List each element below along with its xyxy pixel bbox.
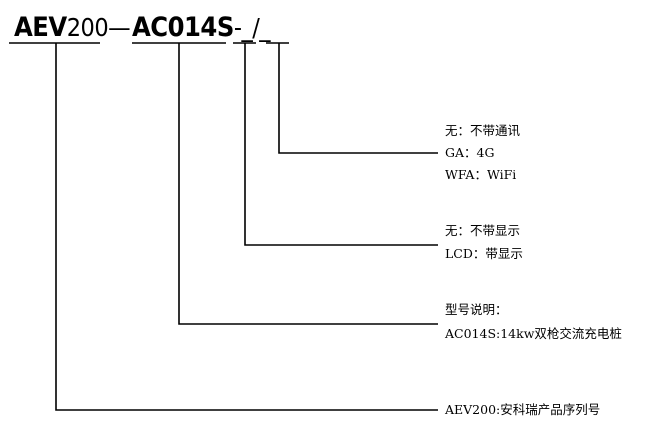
model-code: AC014S-_/_ [132, 12, 271, 43]
comm-option-4g: GA：4G [445, 145, 495, 160]
comm-option-wifi: WFA：WiFi [445, 167, 517, 182]
series-description: AEV200:安科瑞产品序列号 [445, 402, 601, 417]
display-option-none: 无：不带显示 [445, 223, 521, 238]
code-dash: — [108, 13, 131, 42]
display-slot: -_ [233, 13, 253, 42]
part-code: AEV200— [14, 12, 131, 43]
leader-model [178, 43, 438, 325]
model-description: AC014S:14kw双枪交流充电桩 [445, 326, 622, 341]
part-prefix: AEV [14, 12, 67, 43]
leader-series [55, 43, 438, 411]
model-segment: AC014S [132, 12, 234, 43]
part-number: 200 [66, 13, 109, 42]
leader-comm [278, 43, 438, 154]
slot-separator: / [252, 13, 260, 42]
leader-display [244, 43, 438, 246]
comm-option-none: 无：不带通讯 [445, 123, 521, 138]
display-option-lcd: LCD：带显示 [445, 246, 523, 261]
model-title: 型号说明： [445, 302, 508, 317]
comm-slot: _ [259, 13, 271, 42]
